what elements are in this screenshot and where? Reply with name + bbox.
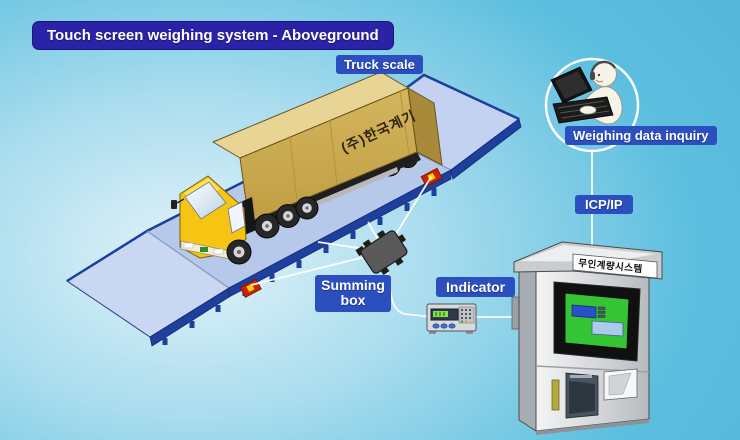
summing-box-device [355,230,408,276]
kiosk-side [518,258,537,432]
card-reader-panel [565,372,599,419]
label-icp-ip: ICP/IP [575,195,633,214]
headlight-left [183,242,194,249]
side-window [227,201,246,234]
indicator-device [426,303,477,334]
drive-wheels [254,196,319,239]
diagram-title: Touch screen weighing system - Abovegrou… [32,21,394,50]
container-front [407,87,443,166]
license-plate [200,247,208,252]
trailer-side-guard [300,167,398,213]
indicator-buttons [432,323,456,329]
left-ramp-edge-beam [149,287,230,347]
receipt-slot [603,368,638,401]
label-indicator: Indicator [436,277,516,297]
windshield [184,181,227,220]
headset-earpiece [590,72,595,80]
headset-icon [590,60,617,73]
kiosk-bottom-shadow [536,419,649,435]
label-weighing-data-inquiry: Weighing data inquiry [565,126,717,145]
indicator-keypad [458,306,475,324]
kiosk-sign [572,253,658,279]
line-summing-to-indicator [385,262,433,318]
screen-menu-strips [597,306,606,318]
label-truck-scale: Truck scale [336,55,423,74]
inquiry-circle [544,57,640,153]
kiosk-side-tab [511,296,520,330]
kiosk: 무인계량시스템 [511,241,663,435]
truck-cab [171,175,256,265]
label-summing-box: Summing box [315,275,391,312]
truck: (주)한국계기 [171,71,443,265]
line-loadcell-left [250,251,386,286]
kiosk-card-slot [551,379,560,411]
kiosk-canopy-top [520,245,655,262]
mirror [171,198,185,209]
deck-hinge-left [146,230,230,289]
screen-blue-bar [571,304,597,319]
right-ramp-edge-beam [450,118,522,180]
operator-hands [579,105,597,115]
headlight-right [213,248,224,255]
container-ribs [289,90,410,202]
weighing-data-inquiry-node [544,57,640,153]
screen-dialog-box [591,320,624,337]
cab-front-wheel [226,239,252,265]
